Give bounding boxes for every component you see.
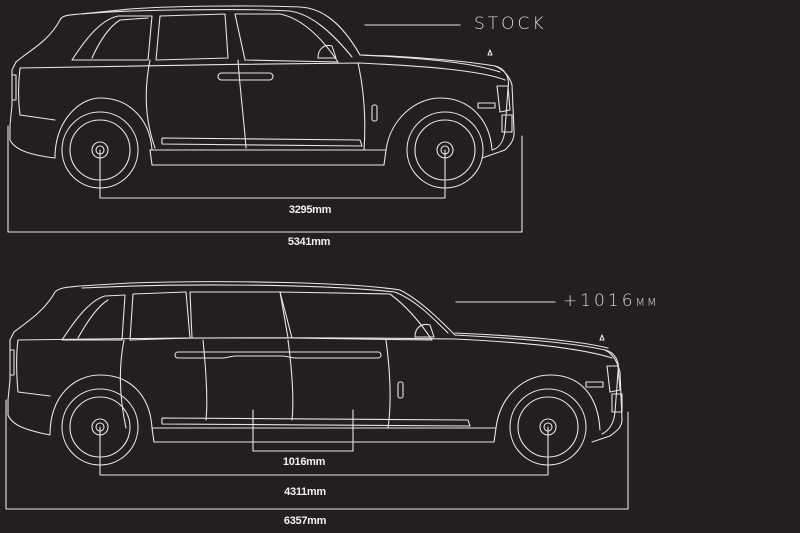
extended-overall-length-label: 6357mm (283, 515, 327, 527)
stock-overall-length-label: 5341mm (287, 236, 331, 248)
stock-label-text: STOCK (474, 14, 547, 34)
extended-wheelbase-label: 4311mm (284, 486, 326, 498)
extension-label-unit: MM (635, 296, 659, 309)
extended-section-label: 1016mm (282, 456, 326, 468)
stock-label: STOCK (474, 14, 547, 34)
extension-label-value: +1016 (563, 291, 636, 311)
extension-label: +1016MM (563, 291, 659, 311)
stock-wheelbase-label: 3295mm (288, 204, 332, 216)
